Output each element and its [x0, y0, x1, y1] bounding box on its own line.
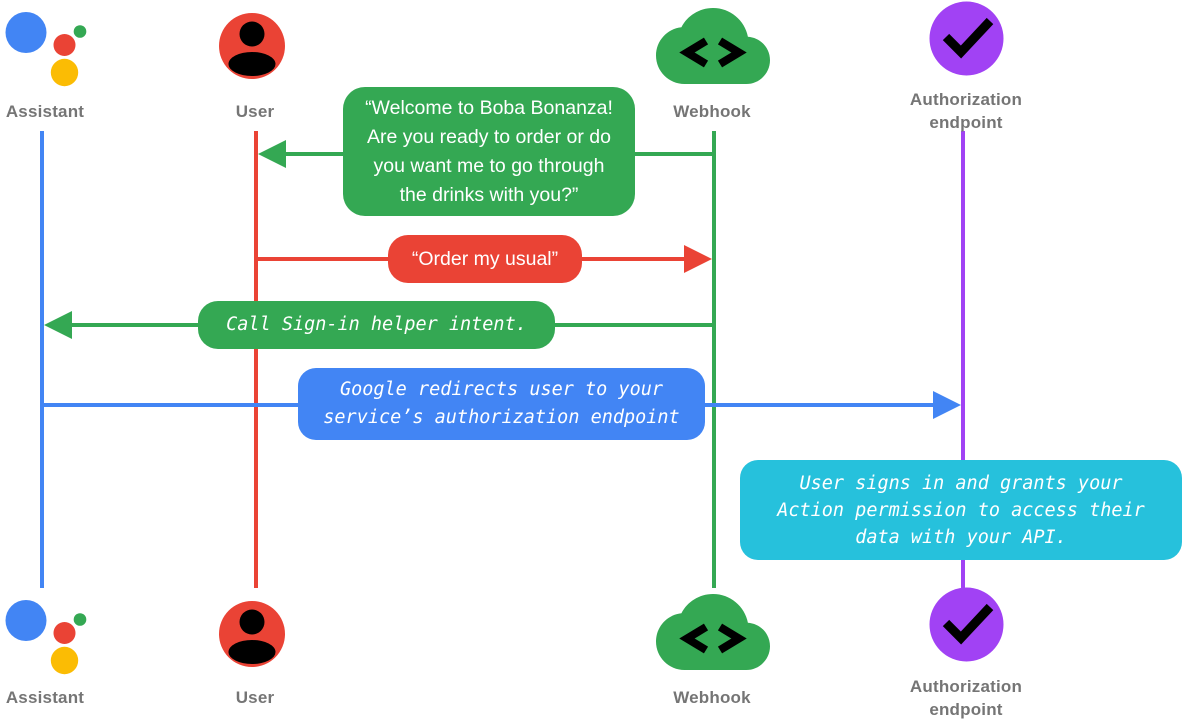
- message-line: Call Sign-in helper intent.: [226, 314, 527, 335]
- message-line: service’s authorization endpoint: [323, 407, 680, 428]
- checkmark-circle-icon: [929, 1, 1004, 76]
- actor-label-assistant: Assistant: [5, 688, 85, 707]
- google-assistant-logo: [5, 600, 87, 675]
- actor-label-authorization-endpoint: Authorization endpoint: [909, 90, 1023, 132]
- cloud-code-icon: [656, 8, 770, 84]
- message-line: “Order my usual”: [411, 248, 559, 270]
- message-line: you want me to go through: [373, 154, 605, 177]
- google-assistant-logo: [5, 12, 87, 87]
- message-line: data with your API.: [855, 526, 1067, 548]
- message-bubble-signin-helper: Call Sign-in helper intent.: [198, 301, 555, 349]
- message-bubble-welcome: “Welcome to Boba Bonanza! Are you ready …: [343, 87, 635, 216]
- message-line: Are you ready to order or do: [367, 125, 611, 148]
- person-icon: [219, 601, 285, 667]
- checkmark-circle-icon: [929, 587, 1004, 662]
- arrowhead-left-icon: [44, 311, 72, 339]
- actor-label-webhook: Webhook: [673, 102, 751, 121]
- webhook-lifeline: [712, 131, 716, 588]
- message-line: “Welcome to Boba Bonanza!: [365, 96, 613, 119]
- message-line: Action permission to access their: [777, 499, 1145, 521]
- message-line: User signs in and grants your: [799, 472, 1123, 494]
- message-bubble-redirect: Google redirects user to your service’s …: [298, 368, 705, 440]
- actor-label-assistant: Assistant: [5, 102, 85, 121]
- message-bubble-signin-note: User signs in and grants your Action per…: [740, 460, 1182, 560]
- arrowhead-right-icon: [933, 391, 961, 419]
- message-line: the drinks with you?”: [399, 183, 579, 206]
- actor-label-user: User: [235, 688, 275, 707]
- cloud-code-icon: [656, 594, 770, 670]
- authorization-endpoint-lifeline: [961, 131, 965, 588]
- assistant-lifeline: [40, 131, 44, 588]
- arrowhead-right-icon: [684, 245, 712, 273]
- actor-label-authorization-endpoint: Authorization endpoint: [909, 677, 1023, 719]
- actor-label-user: User: [235, 102, 275, 121]
- actor-label-webhook: Webhook: [673, 688, 751, 707]
- arrowhead-left-icon: [258, 140, 286, 168]
- message-line: Google redirects user to your: [339, 379, 663, 400]
- message-bubble-order: “Order my usual”: [388, 235, 582, 283]
- person-icon: [219, 13, 285, 79]
- user-lifeline: [254, 131, 258, 588]
